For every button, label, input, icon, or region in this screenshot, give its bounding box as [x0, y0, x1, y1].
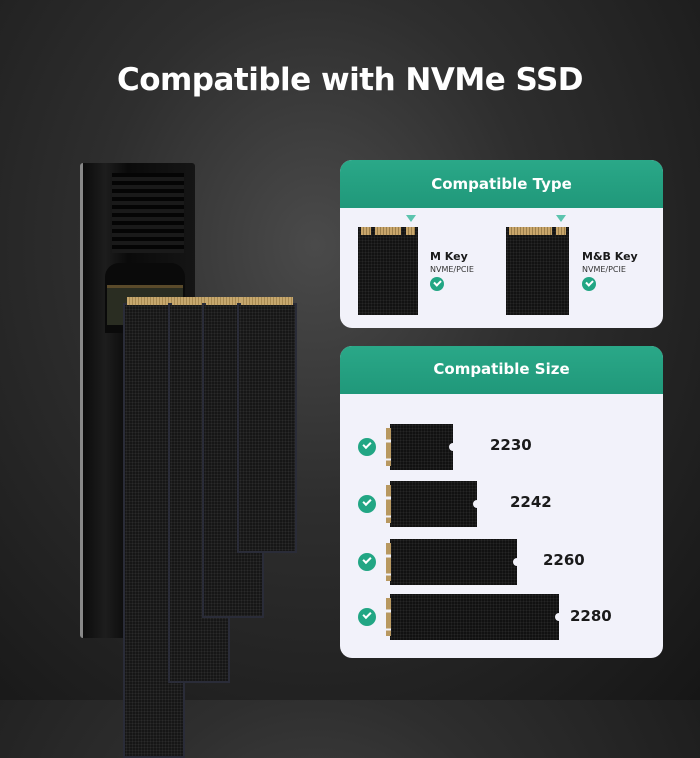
size-label-2280: 2280 — [570, 607, 612, 625]
check-circle-icon — [358, 495, 376, 513]
check-circle-icon — [358, 553, 376, 571]
ssd-enclosure-image — [80, 163, 297, 758]
ssd-2230 — [237, 297, 297, 553]
ssd-2230-image — [386, 424, 457, 470]
ssd-2242-image — [386, 481, 481, 527]
size-label-2260: 2260 — [543, 551, 585, 569]
ssd-2280-image — [386, 594, 563, 640]
m-key-sub: NVME/PCIE — [430, 265, 474, 274]
size-label-2230: 2230 — [490, 436, 532, 454]
check-circle-icon — [430, 277, 444, 291]
ssd-2260-image — [386, 539, 521, 585]
m-key-ssd-image — [358, 227, 418, 315]
compatible-size-header: Compatible Size — [340, 346, 663, 394]
page-title: Compatible with NVMe SSD — [116, 62, 584, 98]
compatible-type-header: Compatible Type — [340, 160, 663, 208]
compatible-type-card: Compatible Type M Key NVME/PCIE M&B Key … — [340, 160, 663, 328]
m-key-label: M Key — [430, 250, 468, 263]
check-circle-icon — [582, 277, 596, 291]
size-label-2242: 2242 — [510, 493, 552, 511]
check-circle-icon — [358, 608, 376, 626]
check-circle-icon — [358, 438, 376, 456]
key-marker-icon — [556, 215, 566, 222]
mb-key-ssd-image — [506, 227, 569, 315]
ssd-2260 — [168, 297, 230, 683]
mb-key-label: M&B Key — [582, 250, 638, 263]
key-marker-icon — [406, 215, 416, 222]
mb-key-sub: NVME/PCIE — [582, 265, 626, 274]
enclosure-vents — [112, 173, 184, 253]
compatible-size-card: Compatible Size 2230 2242 2260 2280 — [340, 346, 663, 658]
